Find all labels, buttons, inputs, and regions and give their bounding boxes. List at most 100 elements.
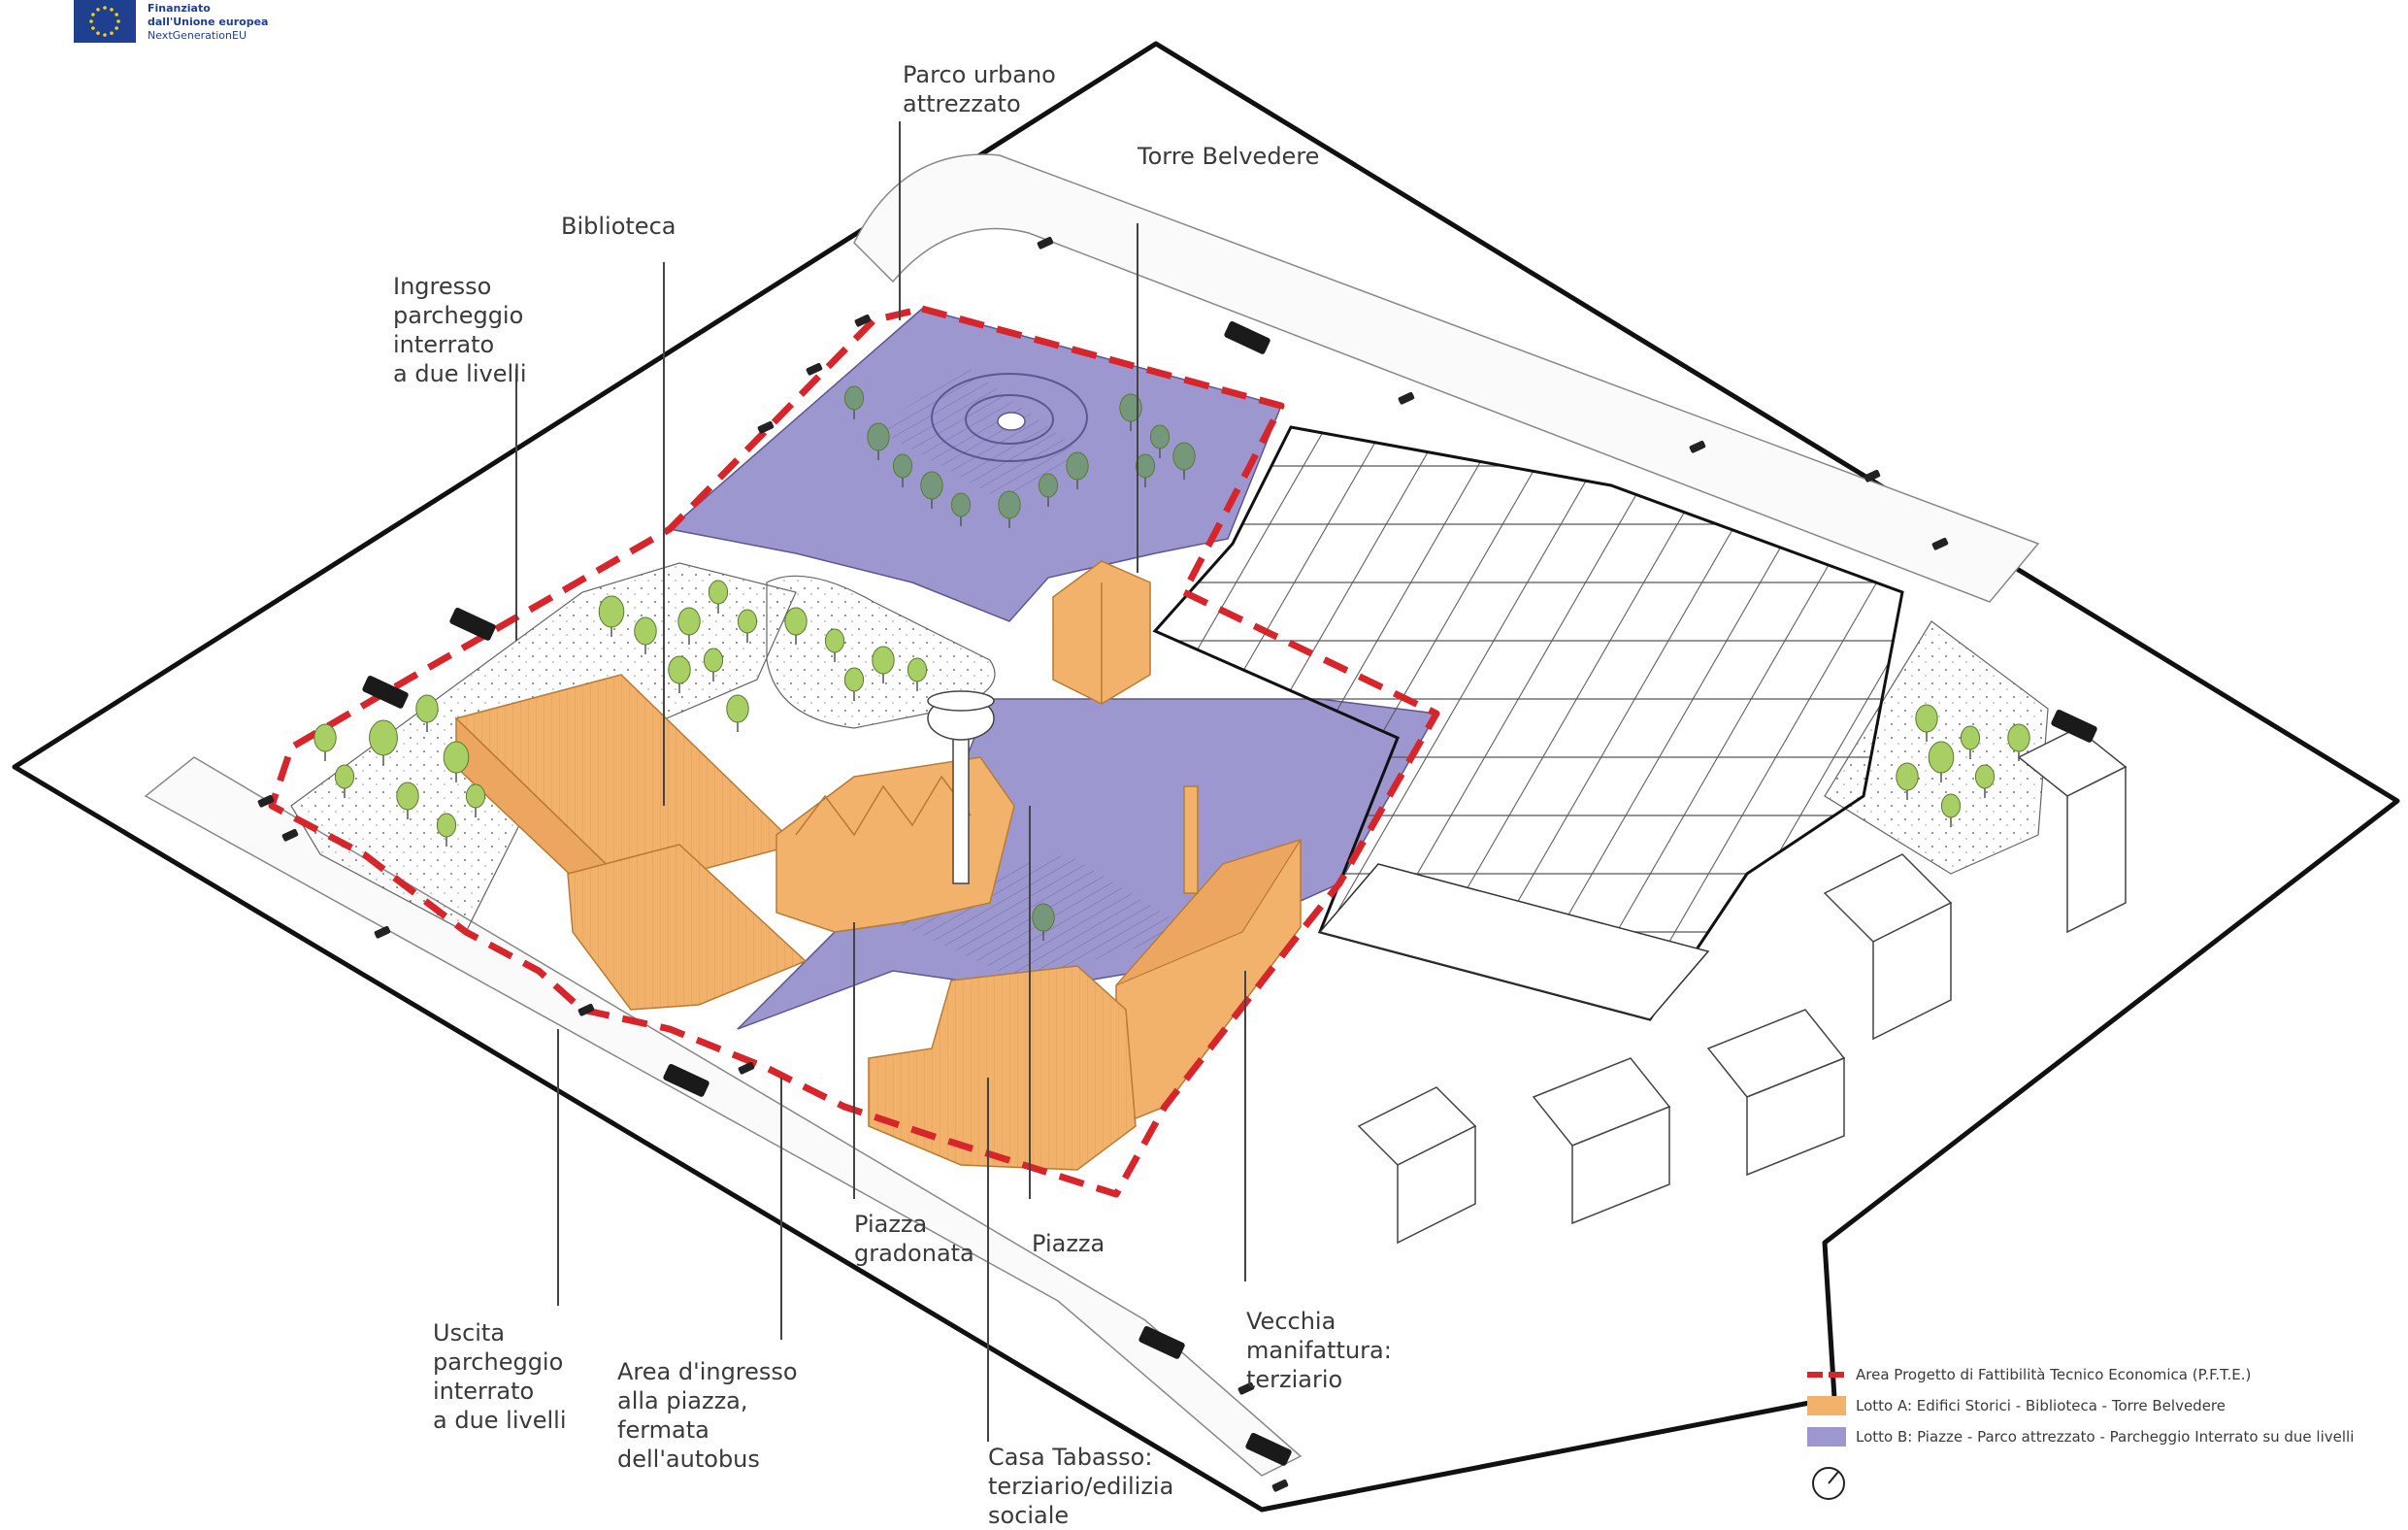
tree [737,609,758,634]
tree [1149,424,1171,449]
water-tower-top [927,690,995,712]
eu-star-icon [116,19,120,23]
tree [1896,762,1919,791]
tree [598,595,625,628]
biblioteca-wing-stripes [568,845,806,1010]
label-uscita-line: Uscita [433,1319,506,1347]
north-arrow-icon [1812,1467,1845,1500]
vecchia-manifattura-roof [1115,838,1303,986]
tree [1915,704,1938,733]
leader-lines [515,121,1246,1442]
tree [784,607,808,636]
tree [1119,393,1142,422]
funding-line-1: Finanziato [148,2,211,15]
label-ingresso-line: interrato [393,331,495,358]
funding-line-2: dall'Unione europea [148,16,269,28]
tree [443,741,470,774]
label-area-ingresso: Area d'ingresso alla piazza, fermata del… [617,1357,798,1474]
label-biblioteca-line: Biblioteca [561,213,676,240]
tree [892,453,913,479]
car-icon [757,420,775,434]
eu-star-icon [103,6,107,10]
legend-label: Lotto B: Piazze - Parco attrezzato - Par… [1856,1428,2355,1446]
eu-star-icon [115,13,118,17]
label-ingresso-line: Ingresso [393,273,492,300]
tree [920,471,943,500]
label-parco-line: attrezzato [903,90,1021,117]
tree [436,813,457,838]
legend-orange-swatch [1807,1396,1846,1415]
label-uscita-line: parcheggio [433,1348,564,1376]
label-piazza: Piazza [1032,1229,1105,1258]
casa-tabasso-stripes [869,966,1136,1170]
bus-icon [1138,1325,1185,1359]
label-ingresso-line: a due livelli [393,360,527,387]
label-casa-tabasso-line: Casa Tabasso: [988,1444,1153,1471]
car-icon [806,362,823,376]
car-icon [1237,1381,1255,1395]
tree [708,580,729,605]
pfte-perimeter [268,305,1440,1198]
car-icon [854,314,872,327]
legend-purple-swatch [1807,1427,1846,1447]
eu-star-icon [96,31,100,35]
label-area-ingresso-line: fermata [617,1416,709,1444]
tree [668,655,691,684]
tree [843,667,865,692]
tree [998,490,1021,519]
label-manifattura-line: terziario [1246,1366,1343,1393]
bus-icon [449,607,496,641]
tree [634,616,657,646]
label-uscita-line: interrato [433,1378,535,1405]
water-tower-shaft [952,737,970,884]
legend-label: Area Progetto di Fattibilità Tecnico Eco… [1856,1366,2252,1383]
label-ingresso-parcheggio: Ingresso parcheggio interrato a due live… [393,272,526,388]
tree [677,607,701,636]
car-icon [738,1061,755,1075]
tree [950,492,972,517]
eu-star-icon [110,31,114,35]
label-biblioteca: Biblioteca [561,212,676,241]
eu-star-icon [89,19,93,23]
car-icon [257,794,275,808]
car-icon [374,925,391,939]
bus-icon [2051,709,2097,743]
label-piazza-gradonata-line: Piazza [854,1211,928,1238]
tree [396,782,419,811]
tree [415,694,439,723]
car-icon [577,1003,595,1016]
road-north [853,153,2040,603]
funding-line-3: NextGenerationEU [148,29,247,42]
tree [726,694,749,723]
bus-icon [362,675,409,709]
tree [313,723,337,752]
chimney [1183,785,1199,894]
tree [703,648,724,673]
label-parco-urbano: Parco urbano attrezzato [903,60,1056,118]
car-icon [1037,236,1054,249]
label-vecchia-manifattura: Vecchia manifattura: terziario [1246,1307,1392,1394]
tree [465,783,486,809]
bus-icon [1245,1432,1292,1466]
label-manifattura-line: Vecchia [1246,1308,1336,1335]
label-area-ingresso-line: dell'autobus [617,1446,760,1473]
tree [1172,442,1196,471]
residential-blocks [1357,727,2128,1245]
tree [1928,741,1955,774]
label-casa-tabasso-line: terziario/edilizia [988,1473,1174,1500]
label-casa-tabasso: Casa Tabasso: terziario/edilizia sociale [988,1443,1173,1530]
eu-star-icon [96,8,100,12]
tree [1066,451,1089,481]
car-icon [1398,391,1415,405]
tree [334,764,355,789]
bus-icon [1224,320,1270,354]
tree [1940,793,1962,818]
vehicles [257,236,2097,1492]
manifattura-facade [1318,863,1710,1020]
legend-dashed-swatch [1807,1372,1846,1378]
eu-star-icon [91,26,95,30]
funding-text: Finanziato dall'Unione europea NextGener… [148,2,268,43]
label-torre-belvedere: Torre Belvedere [1138,142,1319,171]
tree [867,422,890,451]
